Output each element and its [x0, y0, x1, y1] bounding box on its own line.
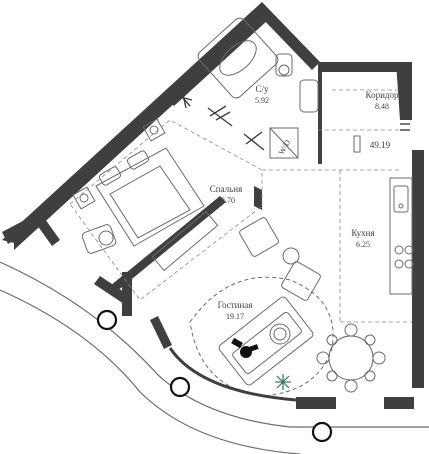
balcony-post	[96, 309, 118, 331]
dining-chair	[344, 379, 358, 393]
bathroom-fixtures	[197, 17, 319, 159]
living-name: Гостиная	[218, 300, 253, 310]
dining-chair	[372, 351, 386, 365]
coffee-table	[269, 323, 291, 345]
dining-chair	[344, 323, 358, 337]
dining-chair	[326, 370, 338, 382]
bathroom-area: 5.92	[255, 96, 269, 105]
bedroom-furniture	[72, 118, 219, 272]
sofa	[218, 296, 314, 386]
bed-blanket	[109, 165, 191, 239]
stove-burner	[394, 245, 404, 255]
dining-chair	[316, 351, 330, 365]
kitchen-fixtures	[353, 135, 414, 295]
living-area: 19.17	[226, 312, 244, 321]
pillow	[126, 150, 150, 170]
bathtub	[197, 17, 279, 99]
dining-chair	[326, 334, 338, 346]
terrace	[0, 261, 429, 454]
plant-icon	[275, 374, 291, 390]
bathtub-basin	[219, 40, 257, 76]
kitchen-name: Кухня	[351, 228, 374, 238]
washer-box	[269, 127, 299, 159]
counter	[389, 177, 413, 295]
dining-table	[328, 335, 374, 381]
balcony-posts	[96, 309, 333, 443]
stove-burner	[404, 245, 414, 255]
window-arc	[168, 347, 297, 402]
corridor-area: 8.48	[375, 102, 389, 111]
balcony-post	[311, 421, 333, 443]
bathroom-name: С/у	[255, 84, 269, 94]
bed	[95, 147, 205, 247]
corridor-name: Коридор	[366, 90, 399, 100]
armchair	[81, 224, 117, 254]
dining-chair	[364, 370, 376, 382]
stove-burner	[394, 259, 404, 269]
wardrobe	[151, 210, 219, 272]
zone-lines	[69, 89, 412, 323]
living-furniture	[168, 217, 386, 402]
nightstand	[142, 118, 166, 142]
nightstand	[72, 186, 96, 210]
sink	[299, 79, 319, 113]
bedroom-area: 13.70	[217, 196, 235, 205]
person-icon	[231, 337, 259, 358]
wd-label: W/D	[277, 138, 293, 156]
radiators	[175, 89, 410, 151]
bedroom-name: Спальня	[210, 184, 242, 194]
side-table	[282, 247, 300, 265]
kitchen-area: 6.25	[356, 240, 370, 249]
total-area: 49.19	[370, 140, 391, 150]
toilet	[275, 53, 293, 77]
armchair	[239, 217, 279, 257]
room-labels: С/у 5.92 Коридор 8.48 Спальня 13.70 Кухн…	[210, 84, 399, 321]
stove-burner	[404, 259, 414, 269]
living-rug	[189, 276, 334, 397]
armchair	[281, 261, 321, 301]
coat-rack	[353, 135, 361, 153]
kitchen-sink	[393, 185, 409, 213]
pillow	[98, 166, 122, 186]
balcony-post	[169, 376, 191, 398]
dining-chair	[364, 334, 376, 346]
